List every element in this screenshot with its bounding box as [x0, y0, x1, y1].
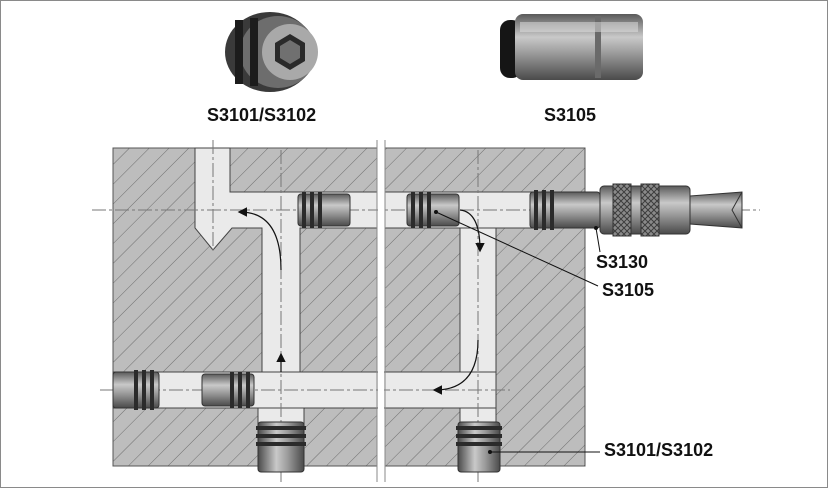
plug-lower-inner: [201, 372, 255, 408]
plug-with-seal-rings-icon: [225, 12, 318, 92]
plug-s3105-right: [406, 192, 460, 228]
flow-arrows: [237, 207, 485, 395]
product-label-s3101-s3102: S3101/S3102: [207, 105, 317, 125]
callout-s3101-s3102: S3101/S3102: [604, 440, 714, 460]
leader-lines: [435, 211, 601, 453]
product-label-s3105: S3105: [544, 105, 597, 125]
callout-s3105: S3105: [602, 280, 655, 300]
coupling-s3130: [529, 183, 743, 237]
callout-s3130: S3130: [596, 252, 649, 272]
plug-s3105-left: [297, 192, 351, 228]
plug-lower-left-end: [112, 370, 160, 410]
plug-bottom-right: [456, 421, 502, 473]
cylindrical-plug-with-seal-ring-icon: [500, 14, 643, 80]
plug-bottom-left: [256, 421, 306, 473]
